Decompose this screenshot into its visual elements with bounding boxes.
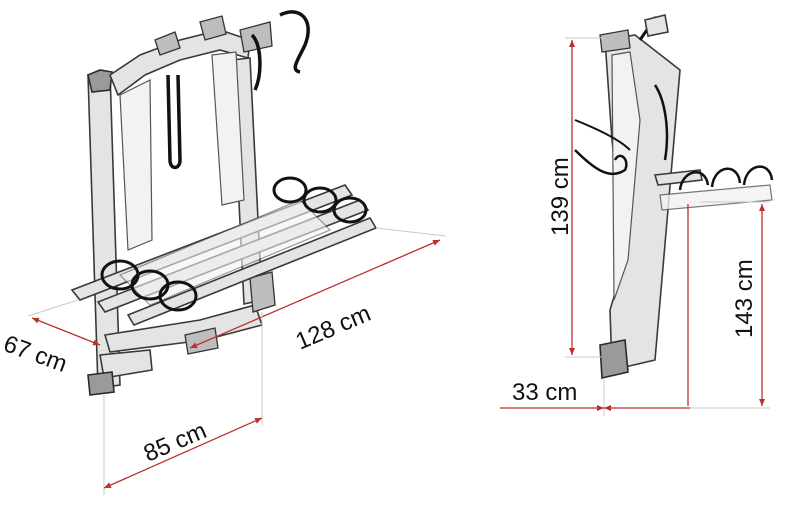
dimension-offset: 33 cm bbox=[500, 378, 690, 416]
height-folded-label: 139 cm bbox=[547, 157, 574, 236]
width-label: 85 cm bbox=[140, 417, 211, 467]
dimension-height-total: 143 cm bbox=[687, 201, 770, 409]
length-label: 128 cm bbox=[292, 300, 375, 356]
height-total-label: 143 cm bbox=[731, 259, 758, 338]
dimension-height-folded: 139 cm bbox=[547, 37, 605, 358]
offset-label: 33 cm bbox=[512, 379, 577, 406]
depth-label: 67 cm bbox=[0, 330, 71, 378]
rack-side-view bbox=[574, 14, 774, 379]
dimension-depth: 67 cm bbox=[0, 299, 101, 378]
